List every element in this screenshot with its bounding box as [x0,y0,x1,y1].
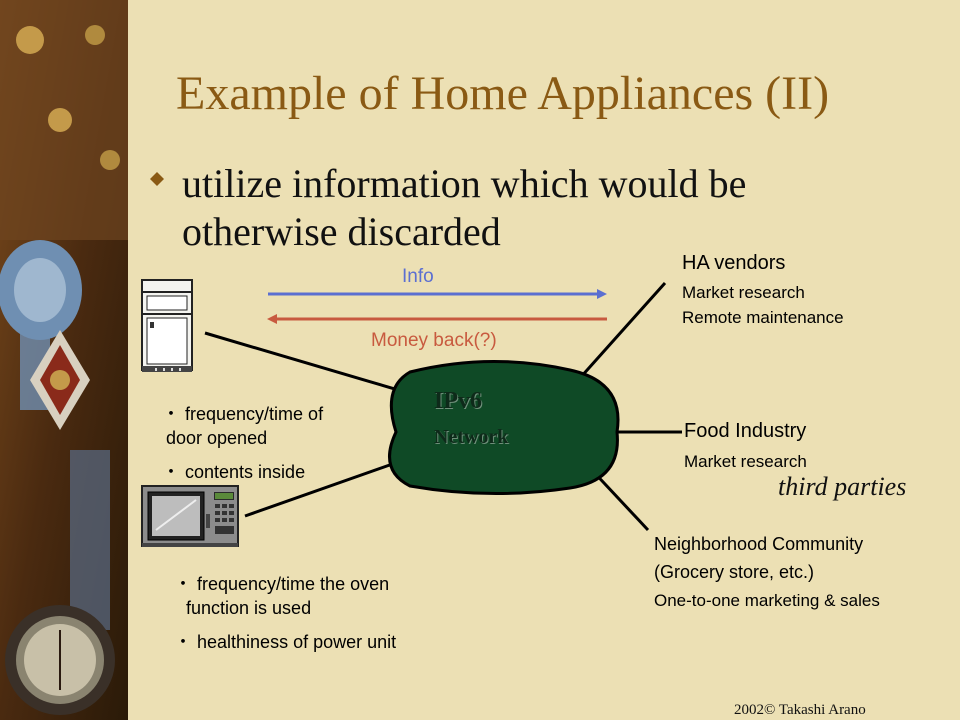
oven-note-line: ・ frequency/time the oven [174,574,390,594]
refrigerator-icon [141,279,193,372]
ha-vendors-detail: Remote maintenance [682,308,844,327]
fridge-note-line: ・ frequency/time of [162,404,324,424]
ha-vendors-detail: Market research [682,283,805,302]
ha-vendors-title: HA vendors [682,252,786,274]
copyright-credit: 2002© Takashi Arano [734,702,866,718]
microwave-oven-icon [141,485,239,547]
decorative-side-image [0,0,128,720]
fridge-note-line: ・ contents inside [162,462,306,482]
neighborhood-title: Neighborhood Community [654,534,864,554]
oven-note-line: function is used [186,598,312,618]
ha-vendors-connector-line [578,281,667,380]
money-arrowhead-icon [267,314,277,324]
oven-note-line: ・ healthiness of power unit [174,632,397,652]
neighborhood-detail: One-to-one marketing & sales [654,591,880,610]
food-industry-detail: Market research [684,452,807,471]
neighborhood-detail: (Grocery store, etc.) [654,562,815,582]
diamond-bullet-icon [150,172,164,186]
info-arrowhead-icon [597,289,607,299]
network-label-ipv6: IPv6 [434,388,482,414]
bullet-text: utilize information which would be other… [182,161,747,254]
money-back-arrow-label: Money back(?) [371,330,497,351]
network-label-network: Network [434,426,509,448]
third-parties-label: third parties [778,472,907,501]
network-cloud [388,359,620,496]
slide-title: Example of Home Appliances (II) [176,67,830,120]
food-industry-title: Food Industry [684,420,807,442]
info-arrow-label: Info [402,266,434,287]
fridge-note-line: door opened [166,428,268,448]
